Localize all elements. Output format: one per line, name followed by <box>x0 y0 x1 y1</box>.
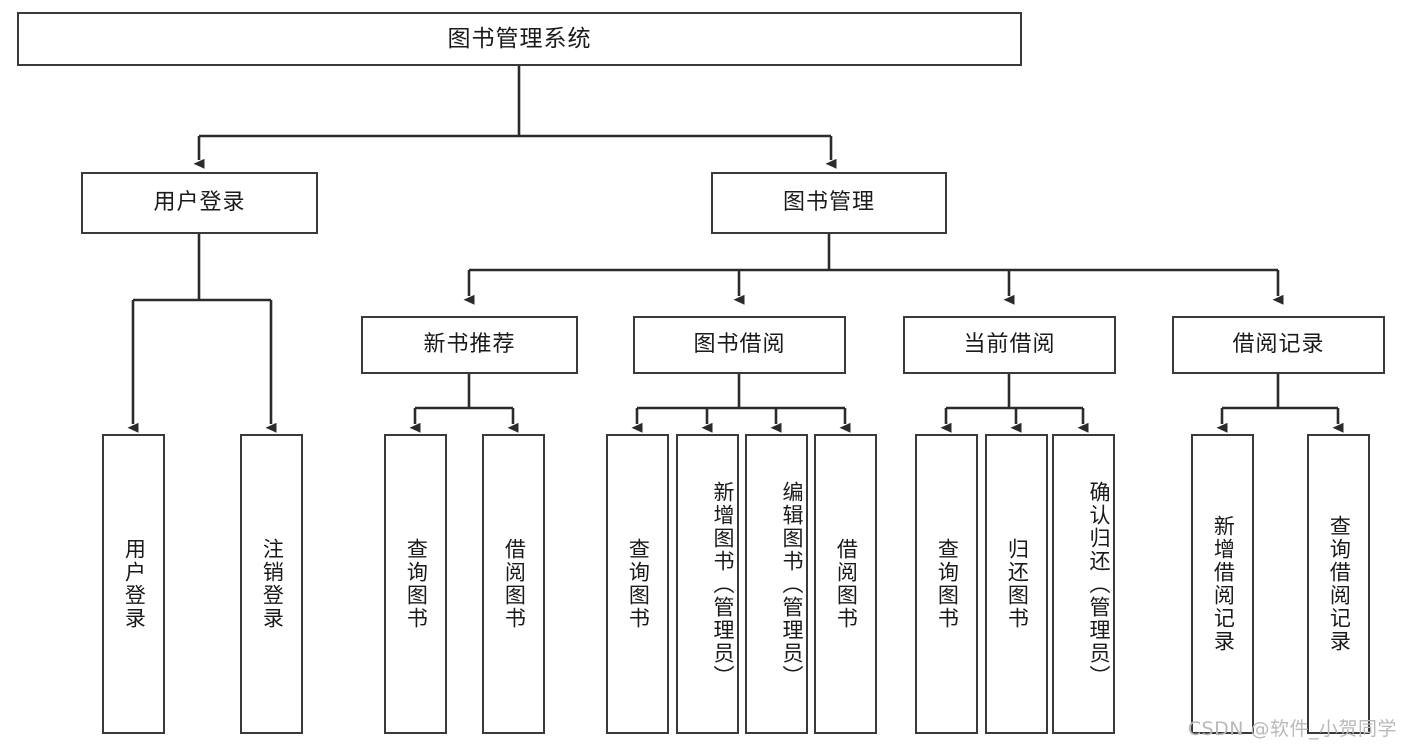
node-root-system[interactable]: 图书管理系统 <box>17 12 1022 66</box>
leaf-query-book-current[interactable]: 查询图书 <box>915 434 978 734</box>
node-borrow-record[interactable]: 借阅记录 <box>1172 316 1385 374</box>
leaf-borrow-book-rec[interactable]: 借阅图书 <box>482 434 545 734</box>
leaf-return-book[interactable]: 归还图书 <box>985 434 1048 734</box>
node-user-login[interactable]: 用户登录 <box>81 172 318 234</box>
csdn-watermark: CSDN @软件_小贺同学 <box>1187 718 1397 740</box>
leaf-borrow-book[interactable]: 借阅图书 <box>814 434 877 734</box>
leaf-user-login[interactable]: 用户登录 <box>102 434 165 734</box>
node-new-book-recommend[interactable]: 新书推荐 <box>361 316 578 374</box>
node-book-borrow[interactable]: 图书借阅 <box>633 316 846 374</box>
leaf-logout[interactable]: 注销登录 <box>240 434 303 734</box>
leaf-add-borrow-record[interactable]: 新增借阅记录 <box>1191 434 1254 734</box>
node-current-borrow[interactable]: 当前借阅 <box>903 316 1116 374</box>
leaf-query-book-rec[interactable]: 查询图书 <box>384 434 447 734</box>
leaf-query-borrow-record[interactable]: 查询借阅记录 <box>1307 434 1370 734</box>
leaf-edit-book-admin[interactable]: 编辑图书（管理员） <box>745 434 808 734</box>
node-book-management[interactable]: 图书管理 <box>711 172 947 234</box>
leaf-add-book-admin[interactable]: 新增图书（管理员） <box>676 434 739 734</box>
leaf-query-book-borrow[interactable]: 查询图书 <box>606 434 669 734</box>
leaf-confirm-return-admin[interactable]: 确认归还（管理员） <box>1052 434 1115 734</box>
